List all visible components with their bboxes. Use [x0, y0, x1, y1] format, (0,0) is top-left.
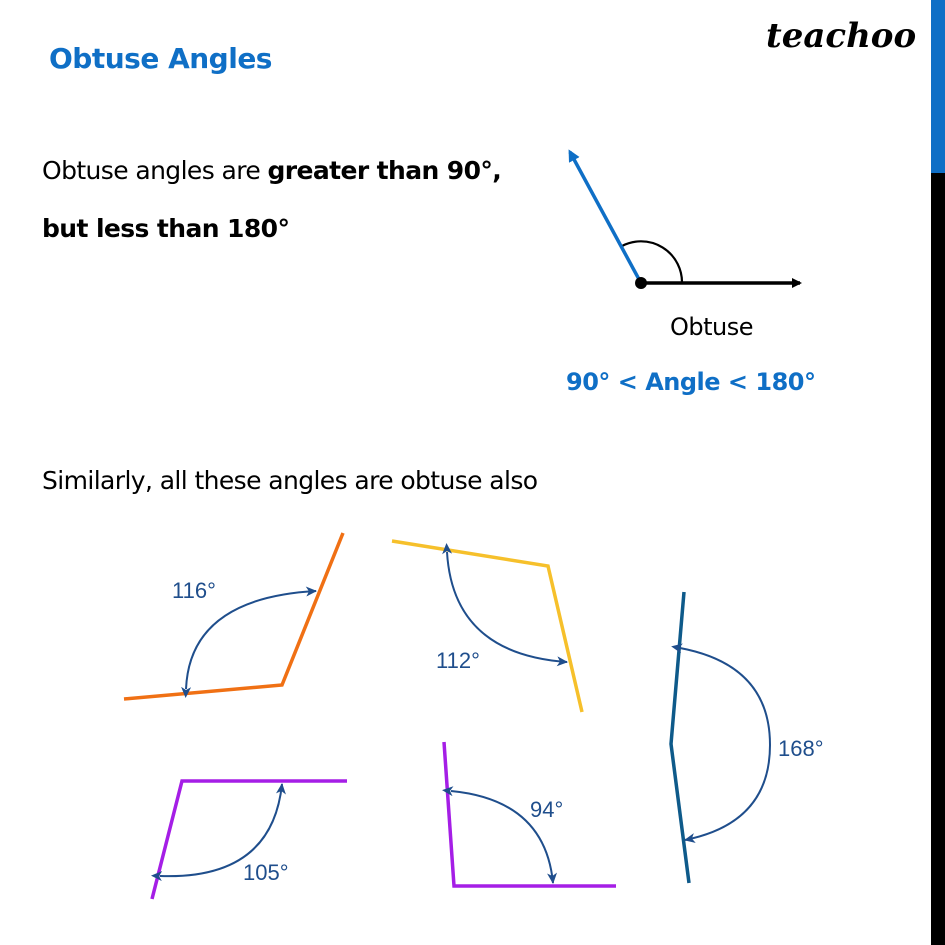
main-obtuse-angle [568, 149, 802, 289]
label-94: 94° [530, 797, 564, 822]
definition-regular: Obtuse angles are [42, 156, 268, 185]
obtuse-caption: Obtuse [670, 313, 754, 341]
angle-168 [669, 591, 772, 884]
definition-line-2: but less than 180° [42, 214, 290, 243]
vertex-dot [635, 277, 647, 289]
obtuse-ray [568, 149, 643, 284]
side-accent-bar-blue [931, 0, 945, 173]
angle-94 [442, 741, 616, 888]
label-168: 168° [778, 736, 824, 761]
angle-116 [123, 532, 345, 701]
teachoo-logo: teachoo [766, 16, 917, 56]
definition-line-1: Obtuse angles are greater than 90°, [42, 156, 502, 185]
side-accent-bar-black [931, 173, 945, 945]
page-title: Obtuse Angles [49, 42, 272, 75]
examples-intro: Similarly, all these angles are obtuse a… [42, 466, 538, 495]
label-105: 105° [243, 860, 289, 885]
angle-range: 90° < Angle < 180° [566, 368, 816, 396]
angle-105 [150, 779, 347, 900]
angle-arc [621, 240, 684, 284]
label-116: 116° [172, 578, 216, 603]
definition-bold-1: greater than 90°, [267, 156, 502, 185]
angle-112 [391, 539, 584, 713]
label-112: 112° [436, 648, 480, 673]
